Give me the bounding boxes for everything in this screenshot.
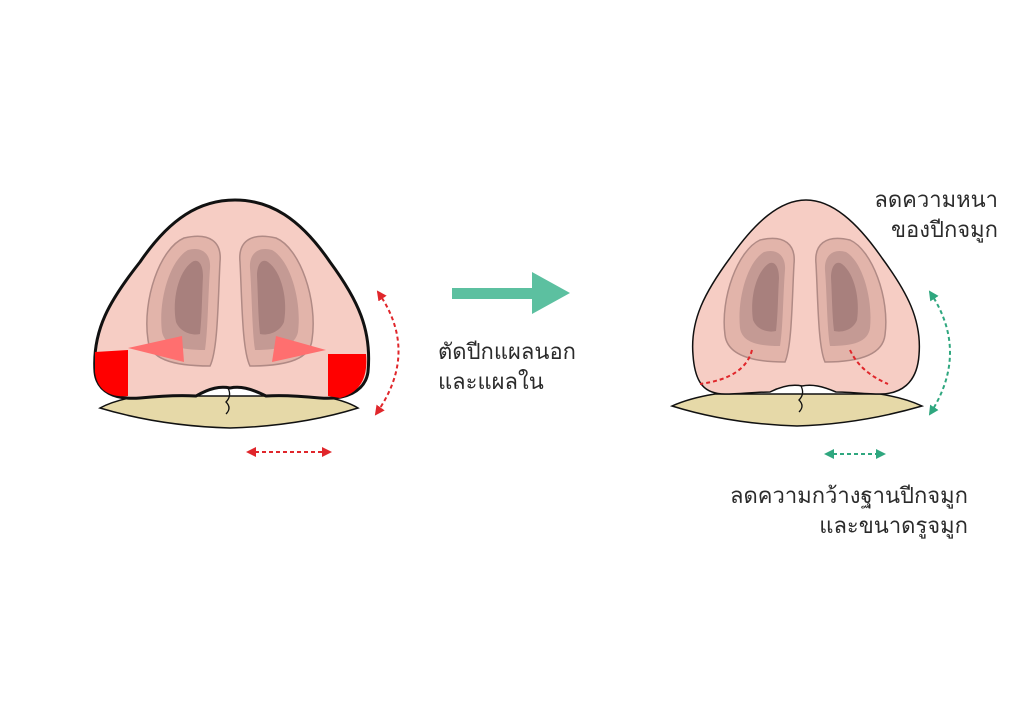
right-incision-line (849, 349, 889, 385)
columella-notch-after (798, 385, 804, 413)
width-label-line-1: ลดความกว้างฐานปีกจมูก (730, 484, 968, 509)
left-incision-line (699, 349, 753, 385)
upper-lip-after (669, 393, 925, 427)
procedure-label-line-2: และแผลใน (438, 370, 544, 395)
procedure-label-line-1: ตัดปีกแผลนอก (438, 340, 576, 365)
transition-arrow (452, 272, 570, 314)
left-nostril-after (723, 237, 795, 363)
thickness-label: ลดความหนา ของปีกจมูก (874, 186, 998, 246)
left-nostril-before (146, 235, 221, 367)
thickness-label-line-1: ลดความหนา (874, 188, 998, 213)
procedure-label: ตัดปีกแผลนอก และแผลใน (438, 338, 576, 398)
nose-after (669, 199, 925, 427)
thickness-label-line-2: ของปีกจมูก (891, 218, 998, 243)
right-excision-area (328, 354, 367, 398)
columella-notch-before (225, 387, 231, 415)
left-excision-area (95, 350, 128, 397)
right-nostril-after (815, 237, 887, 363)
nose-outline-before (93, 198, 371, 400)
right-nostril-before (239, 235, 314, 367)
width-label: ลดความกว้างฐานปีกจมูก และขนาดรูจมูก (730, 482, 968, 542)
width-label-line-2: และขนาดรูจมูก (819, 514, 968, 539)
nose-before (93, 198, 371, 429)
left-inner-excision (128, 336, 184, 362)
alar-curve-arrow-after (928, 290, 951, 416)
upper-lip-before (98, 395, 360, 429)
right-inner-excision (272, 336, 326, 362)
alar-curve-arrow-before (374, 290, 400, 416)
